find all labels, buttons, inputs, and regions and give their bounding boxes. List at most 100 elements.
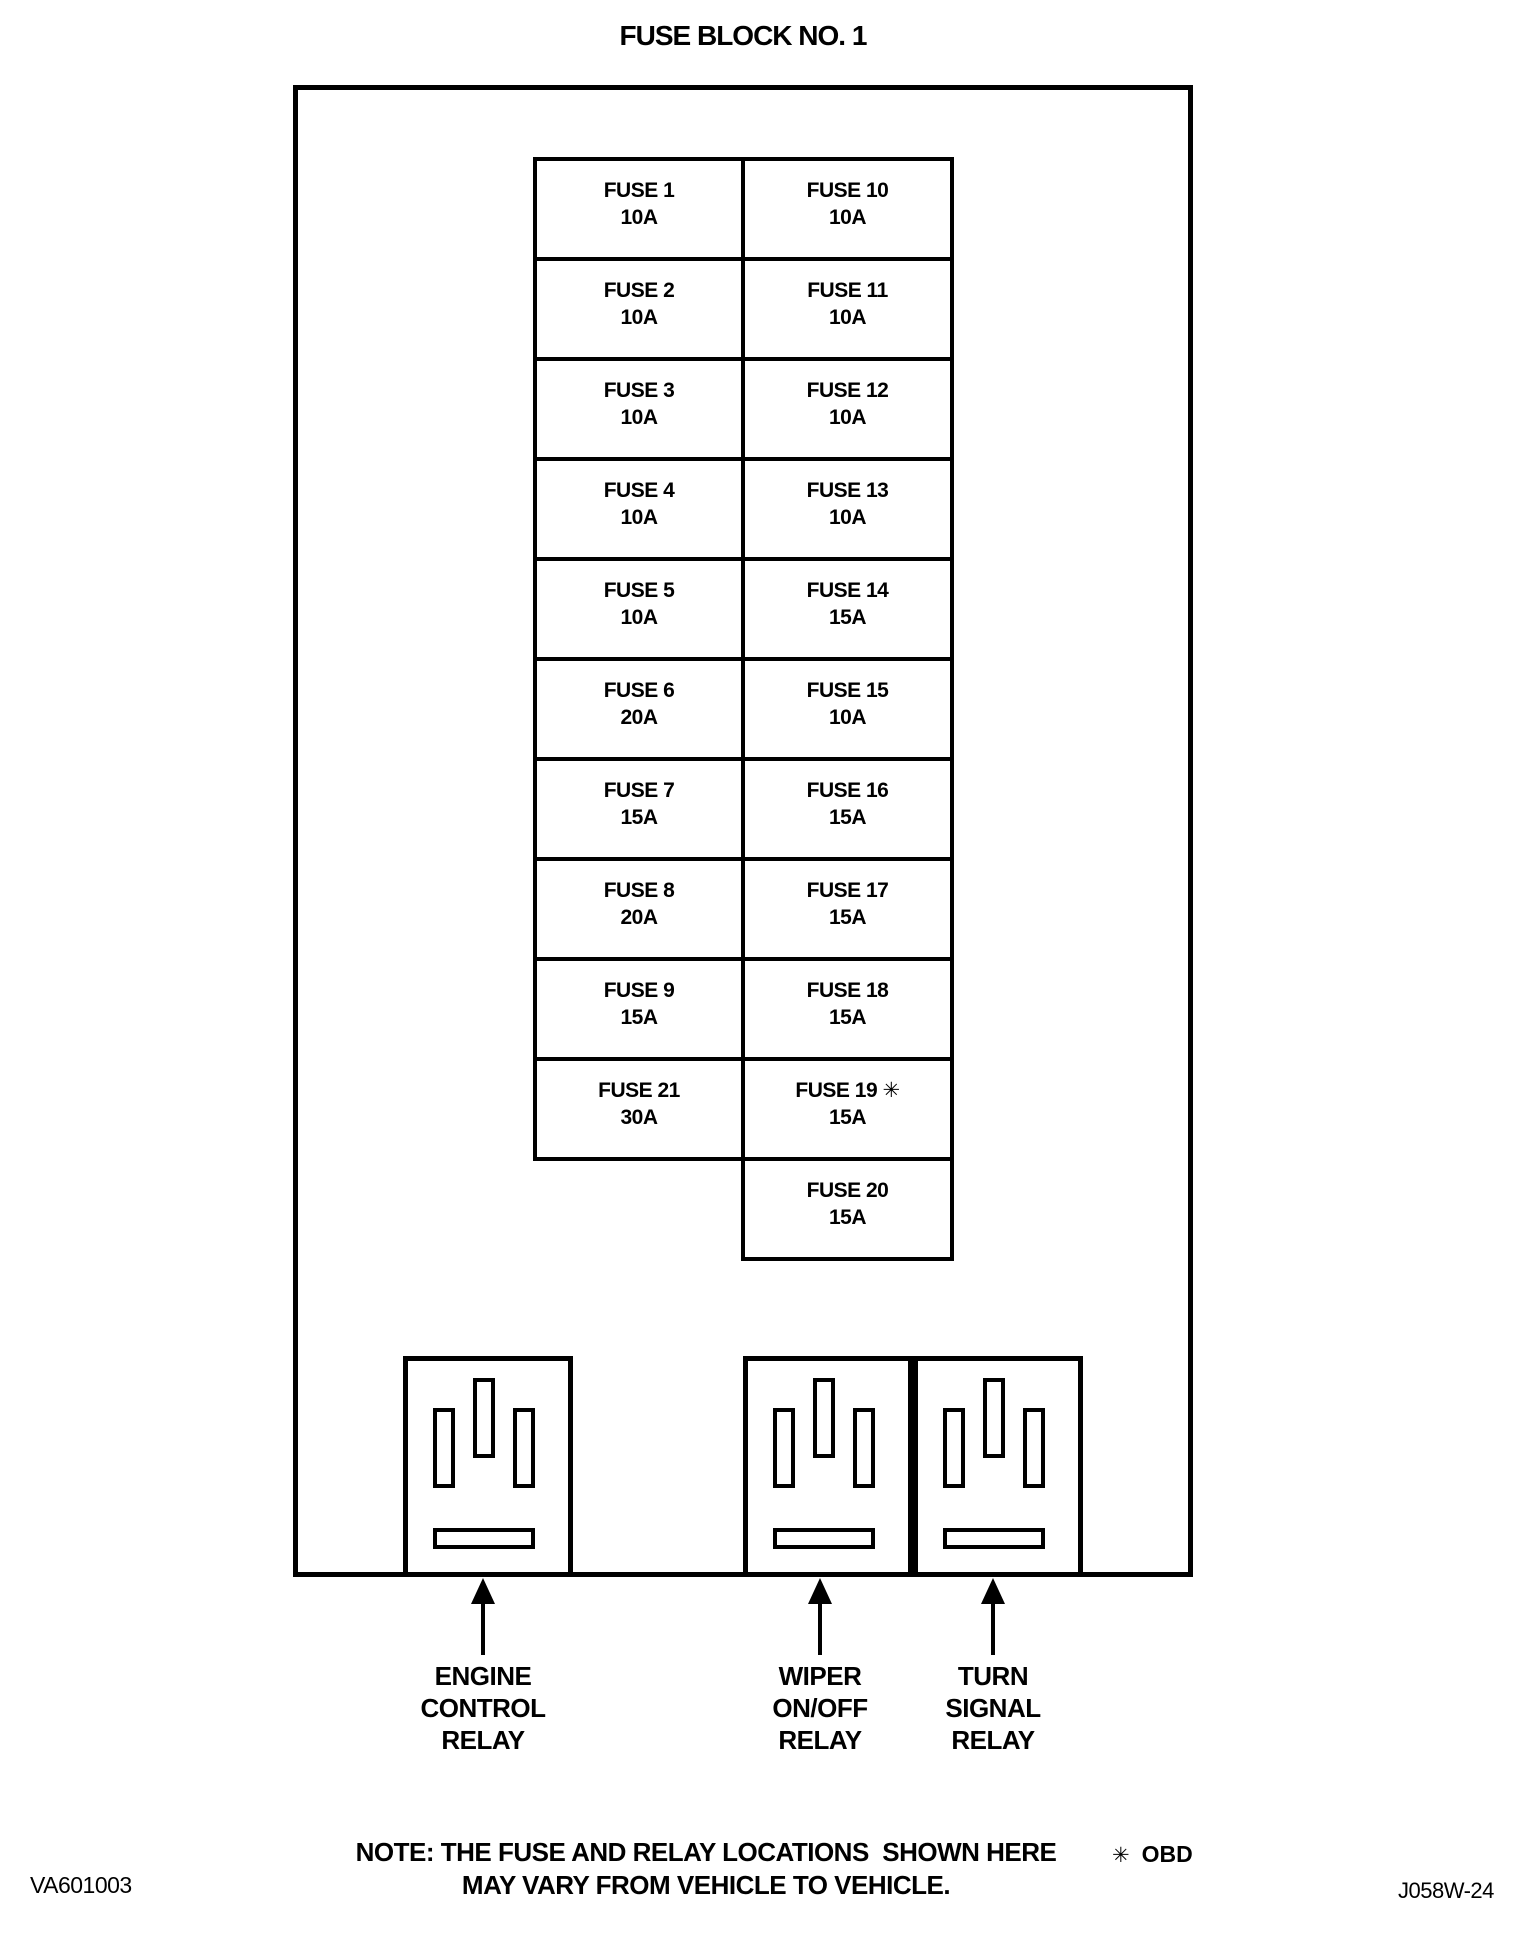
fuse-amp: 15A xyxy=(620,1006,658,1029)
document-code-right: J058W-24 xyxy=(1398,1878,1494,1903)
fuse-name: FUSE 8 xyxy=(603,879,675,902)
fuse-name: FUSE 7 xyxy=(603,779,675,802)
up-arrow-icon xyxy=(981,1578,1005,1604)
label-line: ON/OFF xyxy=(772,1693,868,1723)
fuse-name: FUSE 3 xyxy=(603,379,675,402)
fuse-name: FUSE 18 xyxy=(806,979,889,1002)
relay-pin-slot xyxy=(1023,1408,1045,1488)
fuse-amp: 15A xyxy=(620,806,658,829)
up-arrow-icon xyxy=(471,1578,495,1604)
fuse-column-right: FUSE 10 10A FUSE 11 10A FUSE 12 10A FUSE… xyxy=(741,157,954,1261)
relay-pin-slot xyxy=(813,1378,835,1458)
relay-pin-bar xyxy=(943,1528,1045,1549)
vehicle-variation-note: NOTE: THE FUSE AND RELAY LOCATIONS SHOWN… xyxy=(316,1836,1096,1902)
label-line: RELAY xyxy=(441,1725,525,1755)
engine-control-relay-label: ENGINE CONTROL RELAY xyxy=(363,1660,603,1756)
fuse-name: FUSE 11 xyxy=(807,279,888,302)
fuse-name: FUSE 13 xyxy=(806,479,889,502)
fuse-cell-11: FUSE 11 10A xyxy=(741,257,954,361)
engine-control-relay-symbol xyxy=(403,1356,573,1577)
fuse-amp: 20A xyxy=(620,706,658,729)
fuse-name: FUSE 19 ✳ xyxy=(795,1079,900,1102)
obd-legend: ✳ OBD xyxy=(1112,1841,1193,1868)
note-line: NOTE: THE FUSE AND RELAY LOCATIONS SHOWN… xyxy=(355,1837,1057,1867)
arrow-line xyxy=(991,1600,995,1655)
fuse-cell-18: FUSE 18 15A xyxy=(741,957,954,1061)
fuse-name: FUSE 14 xyxy=(806,579,889,602)
page-title: FUSE BLOCK NO. 1 xyxy=(619,20,868,51)
fuse-cell-12: FUSE 12 10A xyxy=(741,357,954,461)
turn-signal-relay-label: TURN SIGNAL RELAY xyxy=(873,1660,1113,1756)
wiper-relay-label: WIPER ON/OFF RELAY xyxy=(700,1660,940,1756)
turn-signal-relay-symbol xyxy=(913,1356,1083,1577)
fuse-amp: 10A xyxy=(828,706,867,729)
fuse-cell-10: FUSE 10 10A xyxy=(741,157,954,261)
label-line: RELAY xyxy=(951,1725,1035,1755)
fuse-name: FUSE 1 xyxy=(603,179,675,202)
fuse-amp: 10A xyxy=(620,406,658,429)
fuse-amp: 10A xyxy=(828,506,867,529)
fuse-amp: 10A xyxy=(828,306,867,329)
relay-pin-bar xyxy=(433,1528,535,1549)
label-line: CONTROL xyxy=(420,1693,546,1723)
fuse-amp: 15A xyxy=(828,1206,867,1229)
fuse-amp: 10A xyxy=(828,206,867,229)
relay-pin-slot xyxy=(433,1408,455,1488)
fuse-name: FUSE 12 xyxy=(806,379,889,402)
fuse-name: FUSE 16 xyxy=(806,779,889,802)
fuse-amp: 10A xyxy=(620,306,658,329)
fuse-cell-4: FUSE 4 10A xyxy=(533,457,745,561)
fuse-amp: 15A xyxy=(828,906,867,929)
label-line: WIPER xyxy=(778,1661,862,1691)
fuse-name: FUSE 2 xyxy=(603,279,675,302)
fuse-cell-1: FUSE 1 10A xyxy=(533,157,745,261)
fuse-name: FUSE 10 xyxy=(806,179,889,202)
fuse-cell-21: FUSE 21 30A xyxy=(533,1057,745,1161)
label-line: SIGNAL xyxy=(945,1693,1041,1723)
obd-legend-text: OBD xyxy=(1141,1841,1193,1867)
fuse-cell-6: FUSE 6 20A xyxy=(533,657,745,761)
fuse-column-left: FUSE 1 10A FUSE 2 10A FUSE 3 10A FUSE 4 … xyxy=(533,157,745,1161)
note-line: MAY VARY FROM VEHICLE TO VEHICLE. xyxy=(461,1870,951,1900)
fuse-cell-7: FUSE 7 15A xyxy=(533,757,745,861)
fuse-cell-9: FUSE 9 15A xyxy=(533,957,745,1061)
fuse-cell-16: FUSE 16 15A xyxy=(741,757,954,861)
relay-pin-slot xyxy=(853,1408,875,1488)
fuse-cell-13: FUSE 13 10A xyxy=(741,457,954,561)
fuse-cell-3: FUSE 3 10A xyxy=(533,357,745,461)
fuse-name: FUSE 5 xyxy=(603,579,675,602)
fuse-name: FUSE 21 xyxy=(598,1079,680,1102)
arrow-line xyxy=(818,1600,822,1655)
relay-pin-bar xyxy=(773,1528,875,1549)
relay-pin-slot xyxy=(473,1378,495,1458)
fuse-name: FUSE 9 xyxy=(603,979,675,1002)
fuse-cell-15: FUSE 15 10A xyxy=(741,657,954,761)
wiper-relay-symbol xyxy=(743,1356,913,1577)
fuse-cell-17: FUSE 17 15A xyxy=(741,857,954,961)
fuse-amp: 10A xyxy=(828,406,867,429)
fuse-name: FUSE 17 xyxy=(806,879,889,902)
document-code-left: VA601003 xyxy=(30,1872,132,1898)
fuse-amp: 20A xyxy=(620,906,658,929)
fuse-name: FUSE 20 xyxy=(806,1179,889,1202)
fuse-name: FUSE 15 xyxy=(806,679,889,702)
fuse-amp: 10A xyxy=(620,606,658,629)
fuse-cell-2: FUSE 2 10A xyxy=(533,257,745,361)
fuse-cell-14: FUSE 14 15A xyxy=(741,557,954,661)
relay-pin-slot xyxy=(513,1408,535,1488)
relay-pin-slot xyxy=(943,1408,965,1488)
fuse-amp: 30A xyxy=(620,1106,658,1129)
label-line: ENGINE xyxy=(434,1661,532,1691)
label-line: RELAY xyxy=(778,1725,862,1755)
asterisk-icon: ✳ xyxy=(1112,1844,1130,1867)
fuse-cell-8: FUSE 8 20A xyxy=(533,857,745,961)
fuse-amp: 15A xyxy=(828,606,867,629)
up-arrow-icon xyxy=(808,1578,832,1604)
fuse-amp: 15A xyxy=(828,1106,867,1129)
fuse-amp: 10A xyxy=(620,506,658,529)
arrow-line xyxy=(481,1600,485,1655)
relay-pin-slot xyxy=(773,1408,795,1488)
relay-pin-slot xyxy=(983,1378,1005,1458)
label-line: TURN xyxy=(957,1661,1029,1691)
